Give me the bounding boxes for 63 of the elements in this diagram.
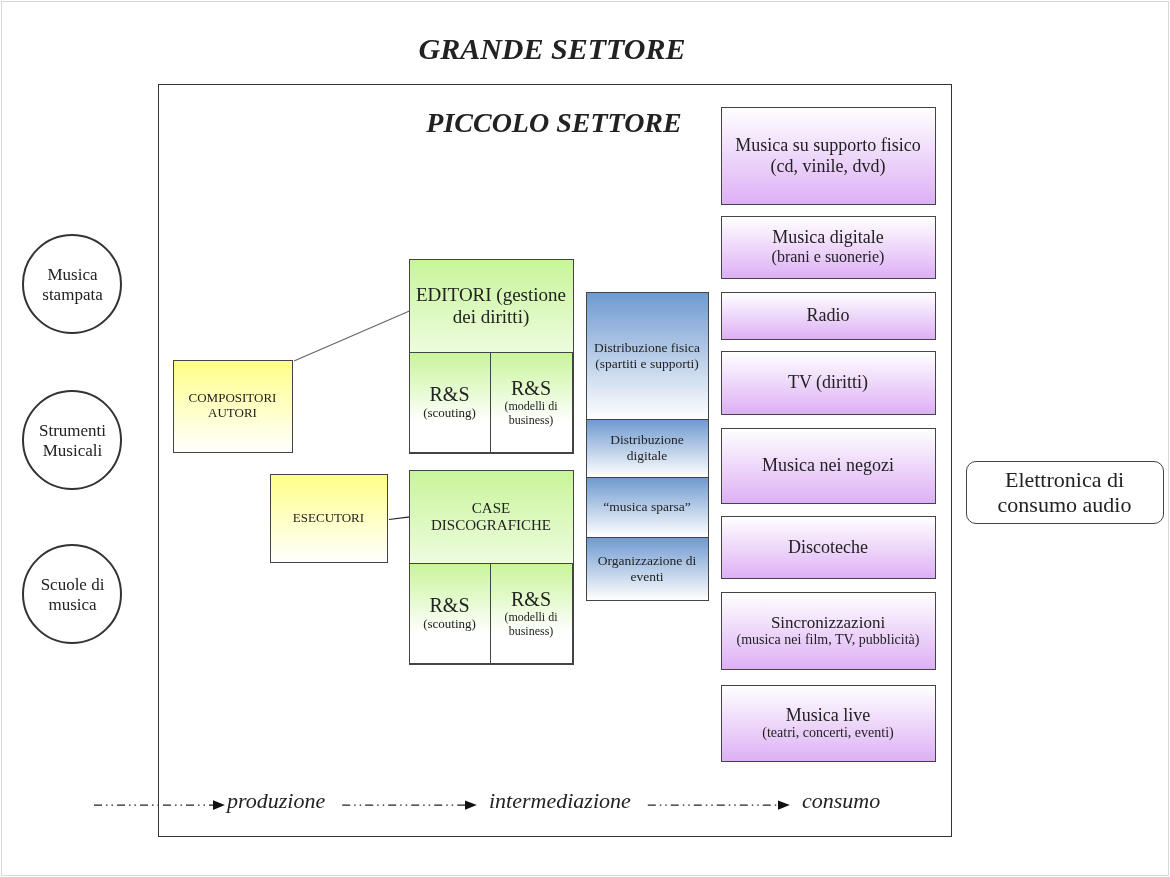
intermediation-box — [586, 292, 709, 420]
node-text: Distribuzione fisica (spartiti e supporti) — [592, 340, 702, 371]
node-text: Organizzazione di eventi — [596, 553, 698, 584]
market-box — [721, 216, 936, 279]
node-text: Musica live — [785, 704, 871, 726]
node-subtext: (scouting) — [423, 406, 476, 421]
connector-line — [388, 516, 411, 521]
organization-box — [409, 470, 574, 665]
node-text: PICCOLO SETTORE — [426, 106, 682, 140]
node-text: “musica sparsa” — [603, 499, 691, 515]
rounded-box — [966, 461, 1164, 524]
node-text: Musica nei negozi — [762, 455, 894, 476]
node-text: Musica su supporto fisico (cd, vinile, dvd) — [734, 134, 922, 177]
market-box — [721, 685, 936, 762]
actor-box — [173, 360, 293, 453]
node-text: Scuole di musica — [39, 574, 106, 615]
node-text: Discoteche — [788, 536, 868, 558]
node-text: Radio — [806, 305, 850, 326]
market-box — [721, 292, 936, 340]
node-text: Musica stampata — [41, 264, 104, 305]
node-subtext: (modelli di business) — [503, 610, 559, 639]
market-box — [721, 107, 936, 205]
node-subtext: (modelli di business) — [503, 399, 559, 428]
phase-label: produzione — [227, 788, 326, 814]
node-subtext: (musica nei film, TV, pubblicità) — [736, 632, 920, 649]
connector-line — [293, 310, 411, 362]
activity-cell — [409, 352, 491, 453]
node-text: TV (diritti) — [787, 372, 869, 393]
node-text: R&S — [511, 587, 551, 611]
node-text: R&S — [429, 383, 470, 407]
node-text: Distribuzione digitale — [609, 432, 685, 464]
market-box — [721, 428, 936, 504]
dash-dot-arrow — [647, 800, 790, 810]
node-text: CASE DISCOGRAFICHE — [430, 499, 552, 535]
node-text: COMPOSITORI AUTORI — [187, 391, 278, 421]
actor-box — [270, 474, 388, 563]
market-box — [721, 351, 936, 415]
organization-box — [409, 259, 574, 454]
node-text: Elettronica di consumo audio — [996, 466, 1133, 518]
phase-label: intermediazione — [489, 788, 631, 814]
activity-cell — [490, 563, 573, 664]
market-box — [721, 592, 936, 670]
node-text: Musica digitale — [772, 227, 884, 249]
node-text: EDITORI (gestione dei diritti) — [414, 284, 567, 328]
diagram-title: GRANDE SETTORE — [417, 32, 687, 66]
node-text: R&S — [511, 376, 551, 400]
activity-cell — [409, 563, 491, 664]
node-text: ESECUTORI — [292, 510, 365, 526]
sector-frame — [158, 84, 952, 837]
node-subtext: (scouting) — [423, 617, 476, 632]
intermediation-box — [586, 537, 709, 601]
node-text: Strumenti Musicali — [37, 420, 108, 461]
phase-label: consumo — [802, 788, 881, 814]
node-subtext: (brani e suonerie) — [771, 248, 885, 267]
dash-dot-arrow — [93, 800, 225, 810]
node-text: Sincronizzazioni — [770, 612, 886, 633]
intermediation-box — [586, 477, 709, 538]
node-subtext: (teatri, concerti, eventi) — [762, 725, 894, 742]
dash-dot-arrow — [341, 800, 477, 810]
activity-cell — [490, 352, 573, 453]
intermediation-box — [586, 419, 709, 478]
market-box — [721, 516, 936, 579]
node-text: R&S — [429, 594, 470, 618]
